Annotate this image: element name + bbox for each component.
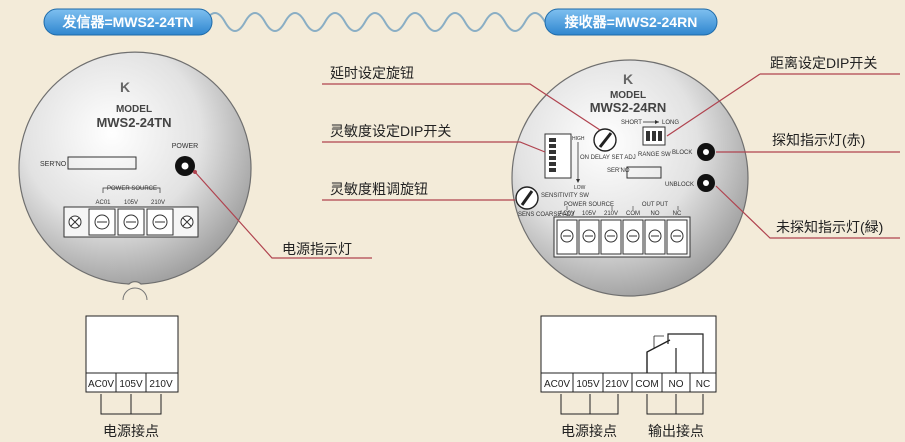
rx-terminal-label-3: 210V <box>604 211 618 217</box>
receiver-badge-text: 接收器=MWS2-24RN <box>565 14 698 30</box>
tx-logo-icon: K <box>120 79 130 95</box>
rx-terminal-label-5: NO <box>651 211 660 217</box>
rx-terminal-label-2: 105V <box>582 211 596 217</box>
rx-serno-label: SER'NO <box>607 168 630 174</box>
tx-wire-terminal-1: AC0V <box>88 379 114 390</box>
rx-long-label: LONG <box>662 120 679 126</box>
tx-wire-terminal-3: 210V <box>149 379 173 390</box>
tx-serno-label: SER'NO <box>40 161 67 168</box>
rx-power-contacts-label: 电源接点 <box>561 423 617 439</box>
rx-wire-terminal-2: 105V <box>576 379 600 390</box>
tx-power-contacts-label: 电源接点 <box>103 423 159 439</box>
tx-wire-terminal-2: 105V <box>119 379 143 390</box>
rx-output-label: OUT PUT <box>642 202 669 208</box>
rx-high-label: HIGH <box>572 136 585 142</box>
tx-terminal-block <box>63 206 199 238</box>
rx-terminal-label-4: COM <box>626 211 640 217</box>
tx-terminal-label-3: 210V <box>151 200 165 206</box>
rx-sensitivity-dip-switch <box>544 133 572 179</box>
rx-range-dip-switch <box>642 126 666 146</box>
rx-low-label: LOW <box>574 185 586 191</box>
rx-on-delay-label: ON DELAY SET ADJ <box>580 155 636 161</box>
receiver-unit: K MODEL MWS2-24RN SHORT LONG RANGE SW BL… <box>511 59 749 297</box>
rx-wire-terminal-3: 210V <box>605 379 629 390</box>
rx-wire-terminal-5: NO <box>669 379 684 390</box>
rx-sensitivity-sw-label: SENSITIVITY SW <box>541 193 589 199</box>
rx-sens-coarse-label: SENS COARSE ADJ <box>518 212 574 218</box>
tx-model-name: MWS2-24TN <box>96 115 171 130</box>
callout-detect-led: 探知指示灯(赤) <box>772 132 865 148</box>
rx-terminal-label-1: AC0V <box>559 211 575 217</box>
relay-contact-arm <box>646 339 671 373</box>
rx-short-label: SHORT <box>621 120 642 126</box>
rx-model-name: MWS2-24RN <box>590 100 667 115</box>
wireless-signal-wave <box>204 12 546 32</box>
tx-power-source-label: POWER SOURCE <box>107 186 157 192</box>
tx-serno-box <box>67 156 137 170</box>
tx-power-label: POWER <box>172 143 198 150</box>
callout-sens-dip: 灵敏度设定DIP开关 <box>330 123 451 139</box>
tx-model-label: MODEL <box>116 104 152 115</box>
callout-delay-knob: 延时设定旋钮 <box>330 65 414 81</box>
rx-model-label: MODEL <box>610 90 646 101</box>
receiver-badge: 接收器=MWS2-24RN <box>544 8 718 36</box>
callout-sens-coarse: 灵敏度粗调旋钮 <box>330 181 428 197</box>
rx-unblock-label: UNBLOCK <box>665 182 694 188</box>
rx-logo-icon: K <box>623 71 633 87</box>
rx-wire-terminal-1: AC0V <box>544 379 570 390</box>
rx-serno-box <box>626 166 662 179</box>
tx-wiring-diagram: AC0V 105V 210V 电源接点 <box>85 315 179 439</box>
tx-terminal-label-2: 105V <box>124 200 138 206</box>
callout-undetect-led: 未探知指示灯(緑) <box>776 219 883 235</box>
transmitter-unit: K MODEL MWS2-24TN SER'NO POWER POWER SOU… <box>18 51 252 301</box>
rx-block-label: BLOCK <box>672 150 692 156</box>
callout-range-dip: 距离设定DIP开关 <box>770 55 877 71</box>
callout-power-led: 电源指示灯 <box>282 241 352 257</box>
rx-power-source-label: POWER SOURCE <box>564 202 614 208</box>
rx-range-sw-label: RANGE SW <box>638 152 671 158</box>
rx-terminal-label-6: NC <box>673 211 682 217</box>
rx-wiring-diagram: AC0V 105V 210V COM NO NC 电源接点 输出接点 <box>540 315 717 439</box>
transmitter-badge-text: 发信器=MWS2-24TN <box>61 14 193 30</box>
rx-output-contacts-label: 输出接点 <box>648 423 704 439</box>
transmitter-badge: 发信器=MWS2-24TN <box>43 8 213 36</box>
tx-terminal-label-1: AC01 <box>95 200 111 206</box>
rx-terminal-block <box>553 216 691 258</box>
rx-wire-terminal-4: COM <box>635 379 658 390</box>
rx-wire-terminal-6: NC <box>696 379 710 390</box>
